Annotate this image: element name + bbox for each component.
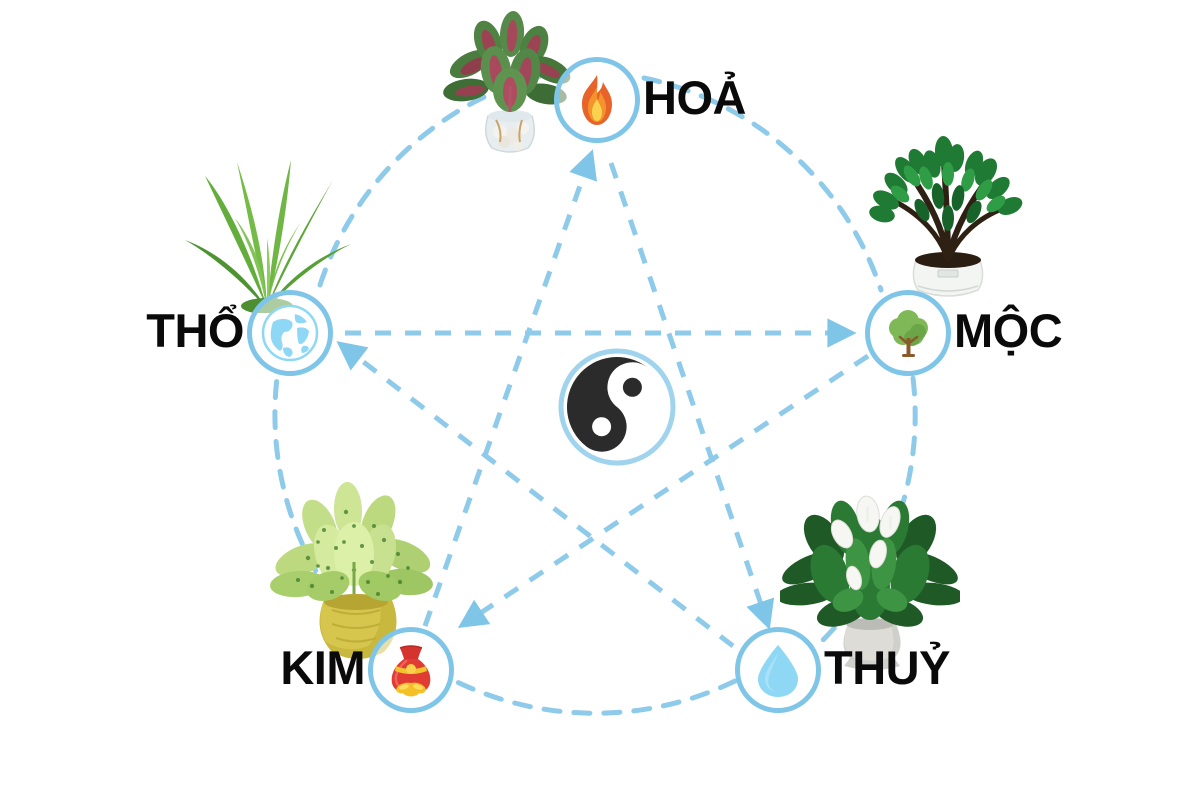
arc-tho-hoa	[317, 70, 555, 288]
globe-icon	[261, 304, 319, 362]
tree-icon	[889, 310, 928, 357]
node-kim-label: KIM	[280, 641, 365, 694]
node-moc-label: MỘC	[954, 304, 1063, 357]
arc-kim-tho	[272, 375, 373, 645]
node-tho-label: THỔ	[146, 304, 244, 357]
node-thuy-circle[interactable]	[735, 627, 821, 713]
line-moc-kim	[457, 353, 870, 629]
node-moc-circle[interactable]	[865, 290, 951, 376]
arc-moc-thuy	[817, 375, 918, 646]
node-kim-circle[interactable]	[368, 627, 454, 713]
node-thuy-label: THUỶ	[824, 641, 950, 694]
overcoming-cycle-pentagram	[336, 149, 870, 648]
yin-yang-icon	[557, 347, 677, 467]
arc-thuy-kim	[452, 678, 738, 716]
line-hoa-thuy	[608, 162, 775, 630]
line-thuy-tho	[336, 341, 735, 648]
node-tho-circle[interactable]	[247, 290, 333, 376]
water-drop-icon	[758, 645, 798, 697]
line-kim-hoa	[422, 149, 597, 627]
node-hoa-label: HOẢ	[643, 71, 746, 124]
arc-hoa-moc	[641, 75, 884, 293]
node-hoa-circle[interactable]	[554, 57, 640, 143]
fire-icon	[582, 75, 612, 125]
money-bag-icon	[391, 645, 431, 697]
